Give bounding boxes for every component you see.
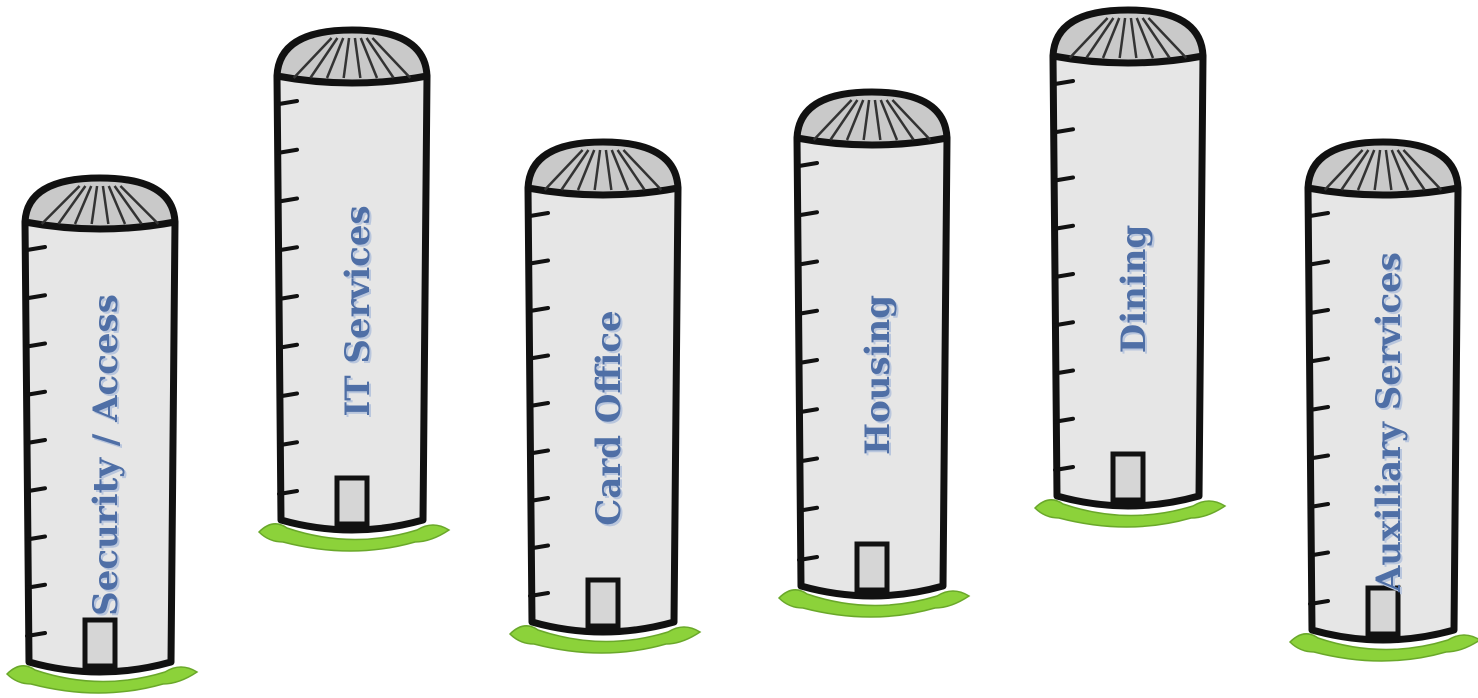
silo-door <box>85 620 115 666</box>
silo-door <box>588 580 618 626</box>
silo-door <box>337 478 367 524</box>
silo-label: Housing <box>858 295 898 455</box>
silo-label: Dining <box>1114 225 1154 354</box>
silo-dome <box>277 30 427 83</box>
silo-door <box>1113 454 1143 500</box>
silo-auxiliary-services: Auxiliary ServicesAuxiliary Services <box>1290 142 1478 661</box>
silo-label: Security / Access <box>86 294 126 616</box>
silo-dome <box>25 178 175 229</box>
silo-dome <box>1053 10 1203 63</box>
silo-security-access: Security / AccessSecurity / Access <box>7 178 197 693</box>
silo-housing: HousingHousing <box>779 92 969 617</box>
silo-label: Auxiliary Services <box>1369 252 1409 593</box>
silo-dome <box>1308 142 1458 195</box>
silo-label: Card Office <box>589 310 629 525</box>
silo-door <box>857 544 887 590</box>
silo-dome <box>528 142 678 195</box>
silo-label: IT Services <box>338 205 378 416</box>
silo-dome <box>797 92 947 145</box>
